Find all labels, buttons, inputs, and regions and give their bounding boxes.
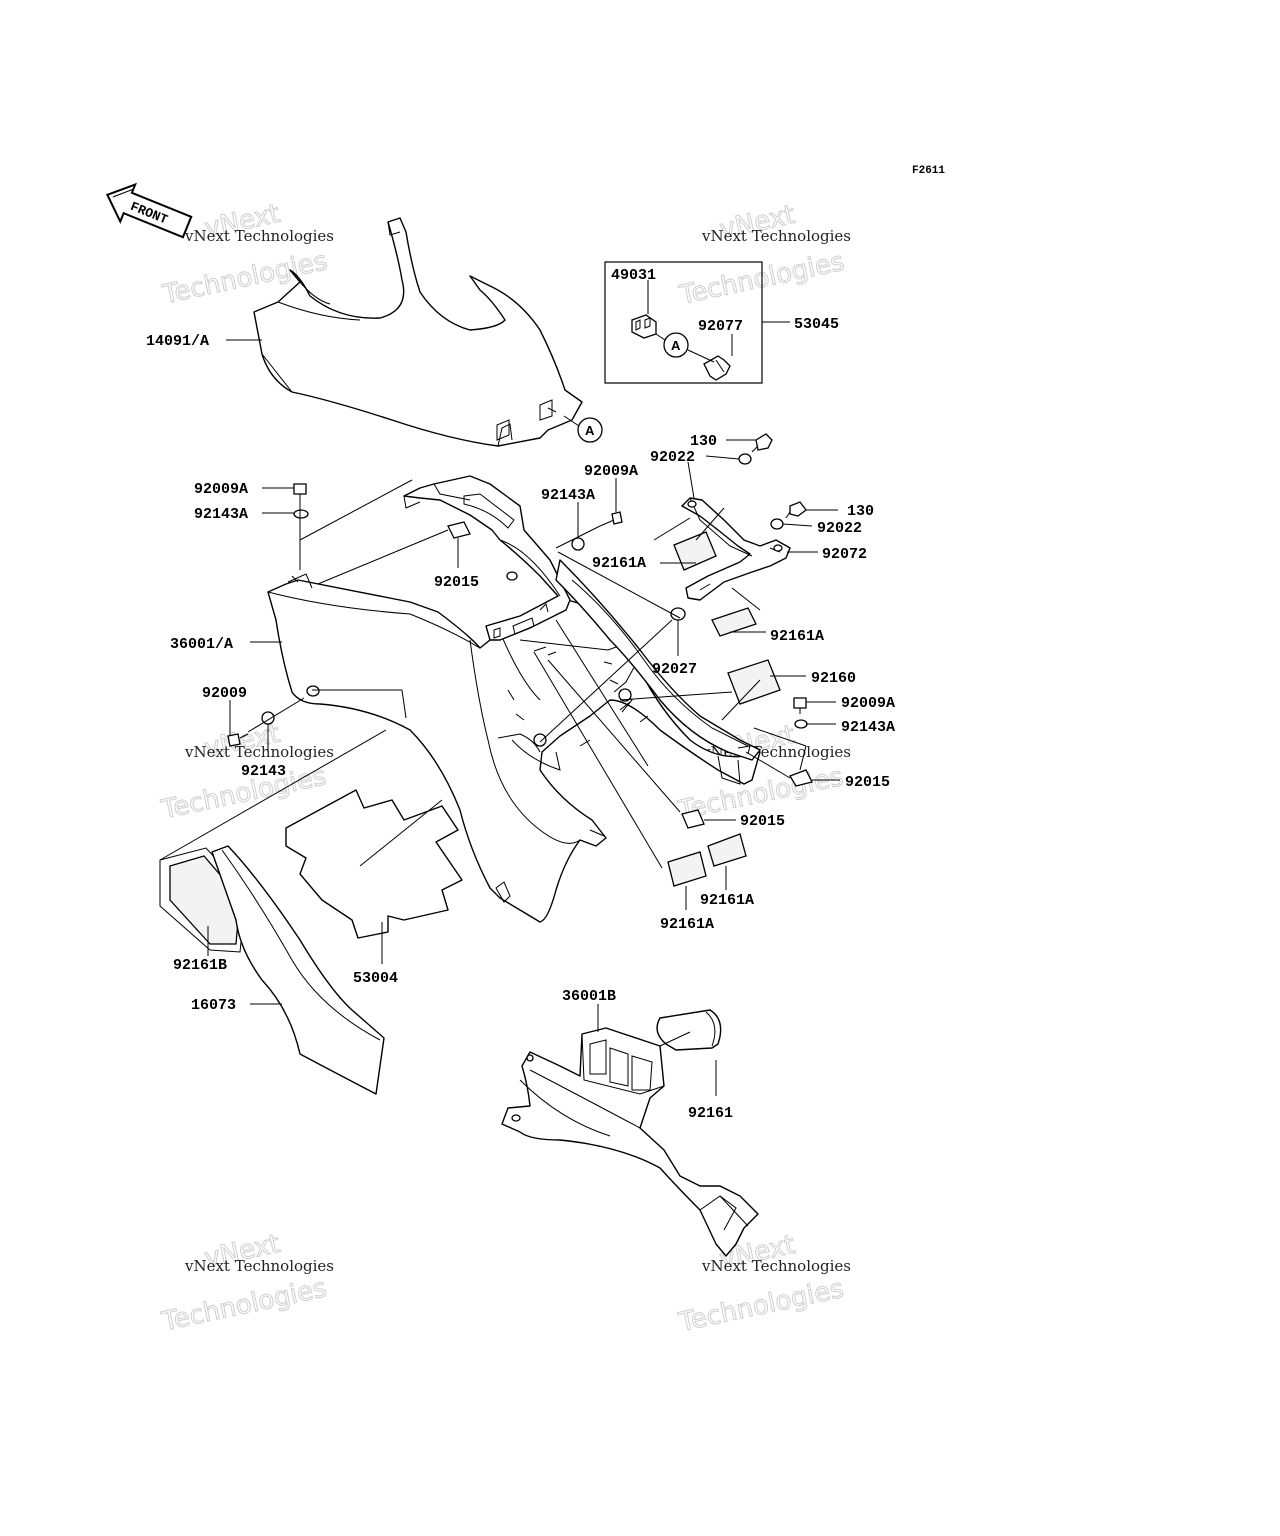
label-92143A-upper-left: 92143A	[194, 506, 248, 523]
label-16073: 16073	[191, 997, 236, 1014]
washer-92143A-mid-icon	[571, 537, 585, 551]
figure-code: F2611	[912, 165, 945, 177]
svg-text:vNext Technologies: vNext Technologies	[184, 227, 334, 245]
watermark-bottom-right: vNext Technologies vNext Technologies	[675, 1229, 851, 1338]
bolt-130-top-icon	[751, 433, 773, 453]
sheet-53004	[285, 789, 463, 939]
washer-92022-right-icon	[770, 518, 784, 530]
watermark-top-right: vNext Technologies vNext Technologies	[676, 199, 851, 311]
washer-92143A-upper-left-icon	[293, 509, 309, 519]
svg-text:vNext Technologies: vNext Technologies	[184, 743, 334, 761]
label-92161: 92161	[688, 1105, 733, 1122]
svg-text:vNext Technologies: vNext Technologies	[701, 227, 851, 245]
reference-mark-a-box: A	[663, 332, 689, 358]
label-92009: 92009	[202, 685, 247, 702]
label-92077: 92077	[698, 318, 743, 335]
label-92022-top: 92022	[650, 449, 695, 466]
label-92161A-upper: 92161A	[592, 555, 646, 572]
svg-text:Technologies: Technologies	[159, 1273, 330, 1337]
screw-92009A-mid-icon	[599, 511, 623, 527]
part-92161-sleeve	[656, 1009, 722, 1051]
front-arrow-icon: FRONT	[105, 182, 193, 239]
pad-92161B-outline	[159, 847, 247, 953]
part-cover-14091	[253, 217, 583, 447]
nut-92015-upper-icon	[447, 521, 471, 539]
svg-text:A: A	[585, 423, 595, 438]
part-lower-cover-36001B	[501, 1027, 759, 1257]
label-36001A: 36001/A	[170, 636, 233, 653]
svg-text:vNext Technologies: vNext Technologies	[701, 1257, 851, 1275]
pad-92161A-upper	[673, 531, 717, 571]
label-92161A-bottom-left: 92161A	[660, 916, 714, 933]
label-92027: 92027	[652, 661, 697, 678]
label-92161A-bottom-right: 92161A	[700, 892, 754, 909]
reference-mark-a-upper: A	[577, 417, 603, 443]
label-49031: 49031	[611, 267, 656, 284]
pad-92161A-right	[711, 607, 757, 637]
label-36001B: 36001B	[562, 988, 616, 1005]
screw-92077-icon	[703, 355, 731, 381]
label-92072: 92072	[822, 546, 867, 563]
label-92015-upper: 92015	[434, 574, 479, 591]
bolt-130-right-icon	[785, 501, 807, 519]
label-92143A-mid: 92143A	[541, 487, 595, 504]
label-92015-right: 92015	[845, 774, 890, 791]
screw-92009A-upper-left-icon	[293, 483, 307, 502]
leader-lines	[159, 280, 840, 1096]
label-92161A-right: 92161A	[770, 628, 824, 645]
label-130-top: 130	[690, 433, 717, 450]
pad-92161A-bottom-right	[707, 833, 747, 867]
washer-92143A-right-icon	[794, 719, 808, 729]
label-92143-left: 92143	[241, 763, 286, 780]
part-inner-tray	[403, 475, 639, 747]
washer-92022-top-icon	[738, 453, 752, 465]
svg-text:Technologies: Technologies	[676, 1274, 847, 1338]
svg-text:vNext Technologies: vNext Technologies	[184, 1257, 334, 1275]
part-rail	[555, 559, 761, 785]
label-92009A-mid: 92009A	[584, 463, 638, 480]
label-92022-right: 92022	[817, 520, 862, 537]
label-130-right: 130	[847, 503, 874, 520]
pad-92161A-bottom-left	[667, 851, 707, 887]
part-bracket-92072	[681, 497, 791, 601]
nut-92015-lower-icon	[681, 809, 705, 829]
label-92143A-right: 92143A	[841, 719, 895, 736]
callout-labels: 14091/A 49031 92077 53045 130 92022 9200…	[146, 267, 895, 1122]
watermark-bottom-left: vNext Technologies vNext Technologies	[158, 1228, 334, 1338]
label-53004: 53004	[353, 970, 398, 987]
label-92160: 92160	[811, 670, 856, 687]
label-92009A-upper-left: 92009A	[194, 481, 248, 498]
screw-92009A-right-icon	[793, 697, 807, 714]
nut-92015-right-icon	[789, 769, 813, 787]
label-92015-lower: 92015	[740, 813, 785, 830]
label-92161B: 92161B	[173, 957, 227, 974]
label-14091A: 14091/A	[146, 333, 209, 350]
svg-text:A: A	[671, 338, 681, 353]
screw-92009-left-icon	[227, 733, 249, 747]
label-53045: 53045	[794, 316, 839, 333]
pad-92160	[727, 659, 781, 705]
label-92009A-right: 92009A	[841, 695, 895, 712]
